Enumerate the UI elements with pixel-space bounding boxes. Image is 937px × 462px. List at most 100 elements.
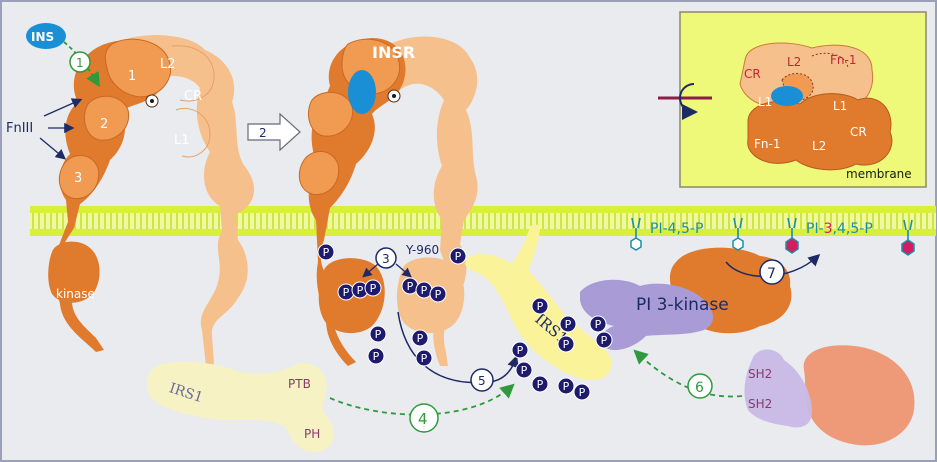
phosphate-circle xyxy=(515,361,533,379)
y960-label: Y-960 xyxy=(405,243,439,257)
inset-cr-label-2: CR xyxy=(850,125,867,139)
phosphate-circle xyxy=(531,375,549,393)
l1-label: L1 xyxy=(174,133,190,148)
inset-l1-label: L1 xyxy=(758,95,772,109)
phosphate-circle xyxy=(364,279,382,297)
membrane-label: membrane xyxy=(846,167,912,181)
phosphate-circle xyxy=(511,341,529,359)
lipid-pi45p-2 xyxy=(732,217,744,251)
step-1-badge xyxy=(69,51,91,73)
l2-label: L2 xyxy=(160,57,176,72)
inset-panel: CR L2 Fn-1 L1 L1 Fn-1 L2 CR membrane xyxy=(658,11,927,188)
step-5-badge xyxy=(470,368,494,392)
step-5-arrow xyxy=(397,311,519,384)
lipid-pi45p-1 xyxy=(630,217,642,251)
fniii-annotation: FnIII xyxy=(6,98,83,160)
phosphate-label: P xyxy=(375,328,382,341)
phosphate-label: P xyxy=(563,338,570,351)
receptor-active: INSR xyxy=(298,36,478,366)
phosphate-label: P xyxy=(407,280,414,293)
phosphate-circle xyxy=(429,285,447,303)
phosphate-label: P xyxy=(357,284,364,297)
phosphate-label: P xyxy=(421,352,428,365)
lipid-pi345p-1 xyxy=(785,217,799,254)
phosphate-label: P xyxy=(595,318,602,331)
phosphate-circle xyxy=(531,297,549,315)
phosphate-circle xyxy=(589,315,607,333)
phosphate-label: P xyxy=(601,334,608,347)
inset-insulin xyxy=(771,86,803,106)
irs1-inactive: IRS1 PTB PH xyxy=(147,361,334,453)
step-2-label: 2 xyxy=(259,126,267,140)
phosphate-label: P xyxy=(343,286,350,299)
pi345p-3: 3 xyxy=(824,221,833,237)
step-4-label: 4 xyxy=(418,410,428,428)
sh2-label-2: SH2 xyxy=(748,397,772,411)
phosphate-label: P xyxy=(517,344,524,357)
step-6-arrow xyxy=(633,349,743,398)
step-6-label: 6 xyxy=(695,380,704,396)
step-7-label: 7 xyxy=(767,266,776,282)
step-4-badge xyxy=(409,403,439,433)
phosphate-label: P xyxy=(563,380,570,393)
phosphate-circle xyxy=(317,243,335,261)
phosphate-label: P xyxy=(565,318,572,331)
phosphate-label: P xyxy=(421,284,428,297)
inset-cr-label: CR xyxy=(744,67,761,81)
phosphate-circle xyxy=(557,377,575,395)
cr-label: CR xyxy=(184,89,202,104)
phosphate-circle xyxy=(367,347,385,365)
ph-label: PH xyxy=(304,427,320,441)
phosphate-label: P xyxy=(373,350,380,363)
pi345p-prefix: PI- xyxy=(806,221,824,237)
pi45p-label: PI-4,5-P xyxy=(650,221,703,237)
inset-fn1-label: Fn-1 xyxy=(830,53,856,67)
ptb-label: PTB xyxy=(288,377,311,391)
pi3-kinase: PI 3-kinase xyxy=(580,247,792,351)
pi345p-suffix: ,4,5-P xyxy=(833,221,873,237)
domain-3-label: 3 xyxy=(74,171,82,186)
step-6-badge xyxy=(687,373,713,399)
kinase-label: kinase xyxy=(56,287,95,301)
pi45p-lipids: PI-4,5-P xyxy=(630,217,744,251)
phosphate-circle xyxy=(369,325,387,343)
phosphate-label: P xyxy=(417,332,424,345)
step-7-badge xyxy=(759,259,785,285)
step-4-arrow xyxy=(329,383,515,416)
pi3-kinase-label: PI 3-kinase xyxy=(636,295,729,315)
cell-membrane xyxy=(30,206,936,236)
phosphate-label: P xyxy=(455,250,462,263)
step-1-label: 1 xyxy=(76,56,84,70)
phosphate-circle xyxy=(557,335,575,353)
domain-1-label: 1 xyxy=(128,69,136,84)
inset-l2-label: L2 xyxy=(787,55,801,69)
bound-insulin xyxy=(348,70,376,114)
phosphate-label: P xyxy=(521,364,528,377)
phosphate-label: P xyxy=(537,300,544,313)
phosphate-label: P xyxy=(537,378,544,391)
step-5-label: 5 xyxy=(478,374,486,388)
phosphate-label: P xyxy=(435,288,442,301)
phosphate-circle xyxy=(573,383,591,401)
fniii-label: FnIII xyxy=(6,121,33,136)
receptor-inactive: 1 2 3 L2 CR L1 kinase xyxy=(48,35,255,366)
step-2-arrow: 2 xyxy=(247,112,301,152)
rotation-symbol xyxy=(658,83,712,120)
phosphate-circle xyxy=(595,331,613,349)
sh2-label-1: SH2 xyxy=(748,367,772,381)
lipid-pi345p-2 xyxy=(901,219,915,256)
phosphate-label: P xyxy=(370,282,377,295)
phosphate-label: P xyxy=(323,246,330,259)
domain-2-label: 2 xyxy=(100,117,108,132)
phosphate-circle xyxy=(415,349,433,367)
pi345p-lipids: PI-3,4,5-P xyxy=(785,217,915,256)
insr-label: INSR xyxy=(372,43,415,62)
step-3-label: 3 xyxy=(382,252,390,266)
ins-label: INS xyxy=(31,30,54,44)
phosphate-circle xyxy=(411,329,429,347)
phosphate-label: P xyxy=(579,386,586,399)
pi345p-label: PI-3,4,5-P xyxy=(806,221,873,237)
